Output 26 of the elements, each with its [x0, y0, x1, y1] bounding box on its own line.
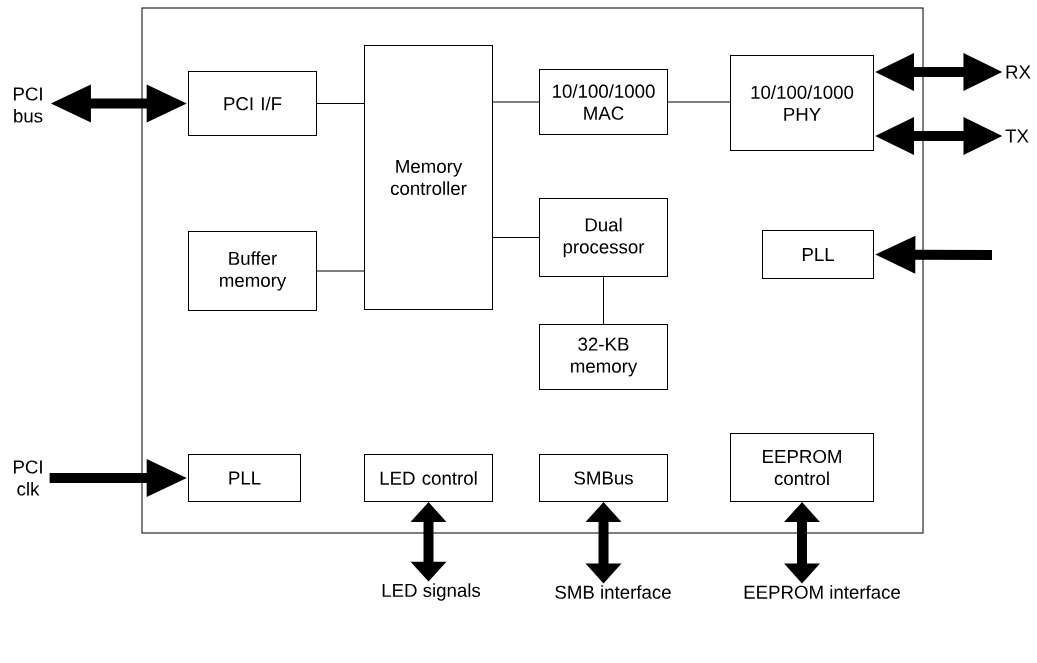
connector-line — [316, 270, 365, 272]
function-block: 10/100/1000 MAC — [539, 69, 668, 135]
function-block: EEPROM control — [730, 433, 874, 502]
connector-line — [316, 103, 365, 104]
signal-label: SMB interface — [555, 585, 671, 599]
connector-line — [492, 101, 540, 103]
connector-line — [492, 237, 540, 238]
function-block: 10/100/1000 PHY — [730, 55, 874, 151]
chip-outline — [141, 7, 924, 534]
function-block: LED control — [364, 454, 493, 502]
signal-label: PCI clk — [13, 460, 42, 496]
function-block: Dual processor — [539, 198, 668, 277]
signal-label: EEPROM interface — [744, 585, 900, 599]
connector-line — [667, 101, 731, 103]
function-block: PCI I/F — [188, 71, 317, 136]
signal-label: TX — [1005, 129, 1029, 143]
connector-line — [603, 276, 604, 325]
signal-label: RX — [1006, 65, 1031, 79]
signal-label: LED signals — [382, 583, 481, 601]
function-block: SMBus — [539, 454, 668, 502]
function-block: 32-KB memory — [539, 324, 668, 390]
signal-label: PCI bus — [13, 87, 43, 123]
function-block: PLL — [188, 454, 301, 502]
function-block: PLL — [762, 230, 874, 279]
function-block: Buffer memory — [188, 231, 317, 311]
function-block: Memory controller — [364, 45, 493, 310]
